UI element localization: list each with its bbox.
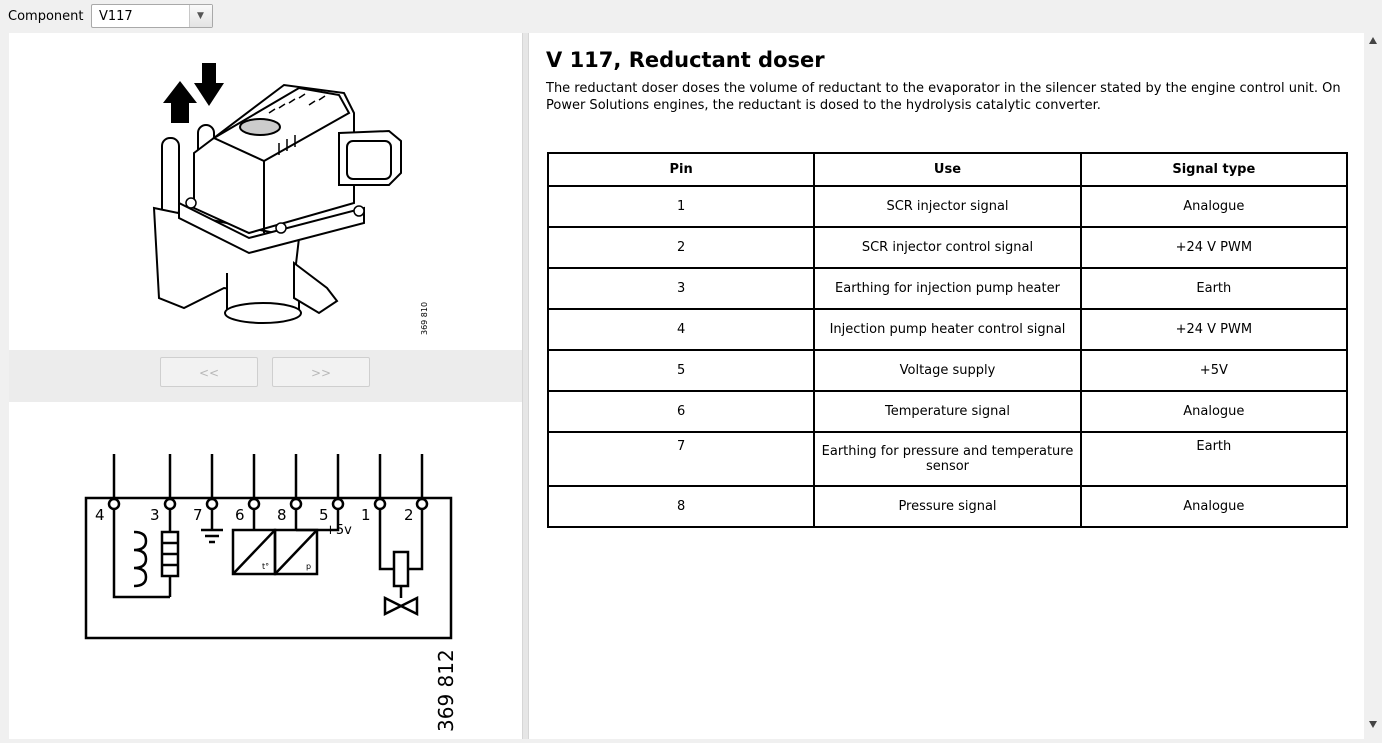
image-pane: 369 810 << >> [9,33,522,739]
pin-cell: 6 [546,390,816,433]
component-select-value: V117 [99,9,133,24]
table-row: 8 Pressure signal Analogue [546,485,1349,528]
wiring-diagram: 4 3 7 6 8 5 1 2 +5v [9,402,522,739]
signal-type-cell: Analogue [1079,485,1349,528]
toolbar: Component V117 ▼ [0,0,1382,32]
signal-type-cell: Earth [1079,431,1349,487]
signal-type-cell: Analogue [1079,185,1349,228]
page-title: V 117, Reductant doser [546,48,825,72]
previous-image-button[interactable]: << [160,357,258,387]
next-image-button[interactable]: >> [272,357,370,387]
pin-label: 1 [361,506,371,524]
signal-type-cell: +24 V PWM [1079,226,1349,269]
image-navigation: << >> [9,350,522,402]
vertical-scrollbar[interactable] [1364,33,1382,739]
pin-cell: 4 [546,308,816,351]
pin-cell: 5 [546,349,816,392]
pin-cell: 2 [546,226,816,269]
signal-type-cell: +24 V PWM [1079,308,1349,351]
use-cell: Injection pump heater control signal [813,308,1082,351]
table-row: 2 SCR injector control signal +24 V PWM [546,226,1349,269]
table-row: 1 SCR injector signal Analogue [546,185,1349,228]
column-header-signal-type: Signal type [1079,152,1349,187]
table-row: 5 Voltage supply +5V [546,349,1349,392]
table-row: 6 Temperature signal Analogue [546,390,1349,433]
component-description: The reductant doser doses the volume of … [546,81,1341,113]
use-cell: Pressure signal [813,485,1082,528]
use-cell: Earthing for injection pump heater [813,267,1082,310]
use-cell: Temperature signal [813,390,1082,433]
pin-cell: 7 [546,431,816,487]
pressure-sensor-label: p [306,562,311,571]
photo-reference-number: 369 810 [420,302,429,335]
pin-cell: 1 [546,185,816,228]
component-illustration: 369 810 [9,33,522,350]
diagram-reference-number: 369 812 [434,649,458,732]
table-row: 3 Earthing for injection pump heater Ear… [546,267,1349,310]
wiring-diagram-drawing: 4 3 7 6 8 5 1 2 +5v [84,454,458,732]
table-header-row: Pin Use Signal type [546,152,1349,187]
pin-label: 7 [193,506,203,524]
chevron-down-icon: ▼ [197,11,204,21]
column-header-pin: Pin [546,152,816,187]
use-cell: SCR injector signal [813,185,1082,228]
column-header-use: Use [813,152,1082,187]
use-cell: Voltage supply [813,349,1082,392]
scroll-up-icon[interactable] [1369,37,1377,44]
pin-label: 5 [319,506,329,524]
component-label: Component [8,9,84,24]
use-cell: Earthing for pressure and temperature se… [813,431,1082,487]
pane-splitter[interactable] [522,33,529,739]
table-row: 4 Injection pump heater control signal +… [546,308,1349,351]
component-info-pane: V 117, Reductant doser The reductant dos… [529,33,1364,739]
temp-sensor-label: t° [262,562,269,571]
pin-label: 2 [404,506,414,524]
signal-type-cell: Analogue [1079,390,1349,433]
dropdown-button[interactable]: ▼ [189,5,212,27]
pin-cell: 8 [546,485,816,528]
use-cell: SCR injector control signal [813,226,1082,269]
scroll-down-icon[interactable] [1369,721,1377,728]
pin-label: 8 [277,506,287,524]
table-row: 7 Earthing for pressure and temperature … [546,431,1349,487]
pin-table: Pin Use Signal type 1 SCR injector signa… [546,152,1349,528]
signal-type-cell: Earth [1079,267,1349,310]
reductant-doser-drawing: 369 810 [152,63,429,335]
pin-cell: 3 [546,267,816,310]
signal-type-cell: +5V [1079,349,1349,392]
pin-label: 3 [150,506,160,524]
component-select[interactable]: V117 ▼ [91,4,213,28]
pin-label: 4 [95,506,105,524]
pin-label: 6 [235,506,245,524]
